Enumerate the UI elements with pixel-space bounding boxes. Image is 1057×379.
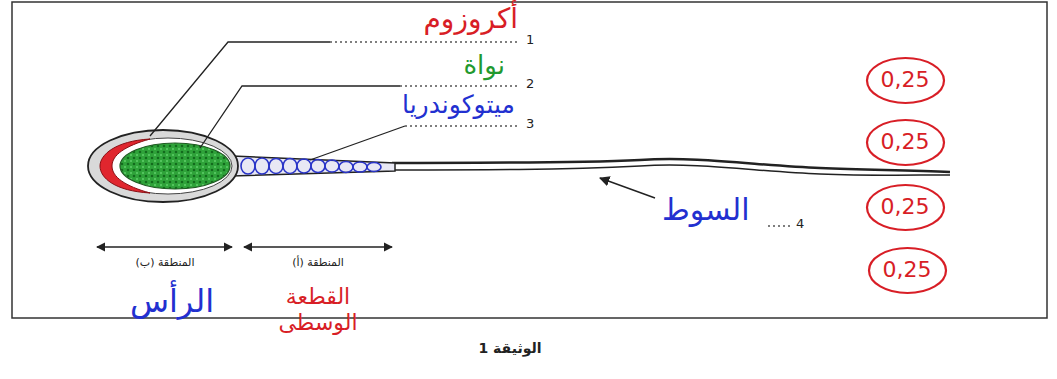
callout-number: 4 xyxy=(796,216,804,232)
score-circle: 0,25 xyxy=(867,246,948,295)
document-frame xyxy=(12,2,1047,318)
dimension-arrow xyxy=(244,246,392,247)
score-circle: 0,25 xyxy=(865,118,946,167)
callout-number: 2 xyxy=(526,76,534,92)
document-caption: الوثيقة 1 xyxy=(479,340,542,357)
score-value: 0,25 xyxy=(865,56,946,99)
leader-line xyxy=(405,125,518,126)
leader-line xyxy=(400,85,518,86)
score-circle: 0,25 xyxy=(865,56,946,105)
callout-number: 1 xyxy=(526,32,534,48)
part-name: ميتوكوندريا xyxy=(402,90,515,120)
part-name: نواة xyxy=(463,50,505,81)
sperm-head xyxy=(88,130,238,202)
score-circle: 0,25 xyxy=(865,183,946,232)
leader-arrow xyxy=(600,178,655,198)
callout-number: 3 xyxy=(526,116,534,132)
leader-line xyxy=(310,126,405,160)
nucleus xyxy=(120,143,230,189)
flagellum xyxy=(392,165,950,175)
score-value: 0,25 xyxy=(867,246,948,289)
region-label: المنطقة (ب) xyxy=(135,256,194,269)
score-value: 0,25 xyxy=(865,183,946,226)
leader-line xyxy=(768,225,792,226)
mitochondria xyxy=(241,158,381,174)
leader-line xyxy=(330,41,518,42)
score-value: 0,25 xyxy=(865,118,946,161)
dimension-arrow xyxy=(97,246,232,247)
part-name: السوط xyxy=(662,192,749,228)
region-name: الرأس xyxy=(130,282,214,320)
part-name: أكروزوم xyxy=(424,2,518,36)
region-label: المنطقة (أ) xyxy=(292,256,344,269)
region-name: القطعة الوسطى xyxy=(268,284,368,337)
